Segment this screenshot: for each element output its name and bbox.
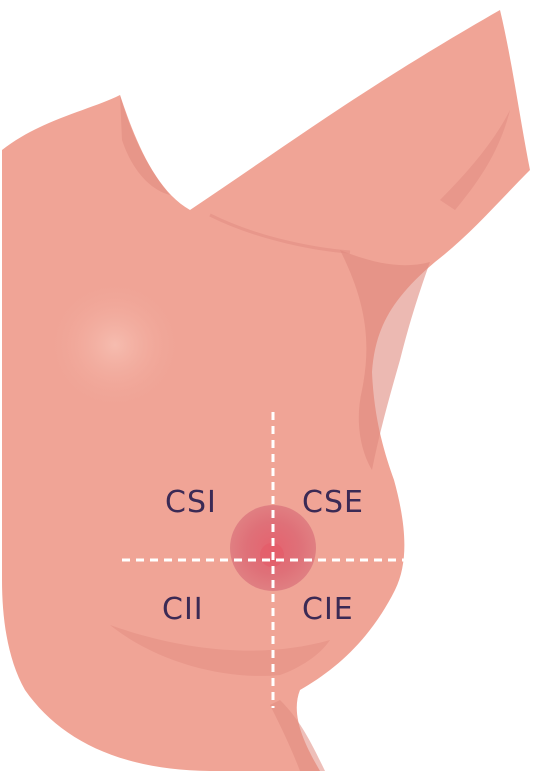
label-lower-inner: CII <box>162 592 204 627</box>
label-upper-outer: CSE <box>302 485 364 520</box>
label-lower-outer: CIE <box>302 592 354 627</box>
label-upper-inner: CSI <box>165 485 217 520</box>
chest-highlight <box>45 277 185 413</box>
